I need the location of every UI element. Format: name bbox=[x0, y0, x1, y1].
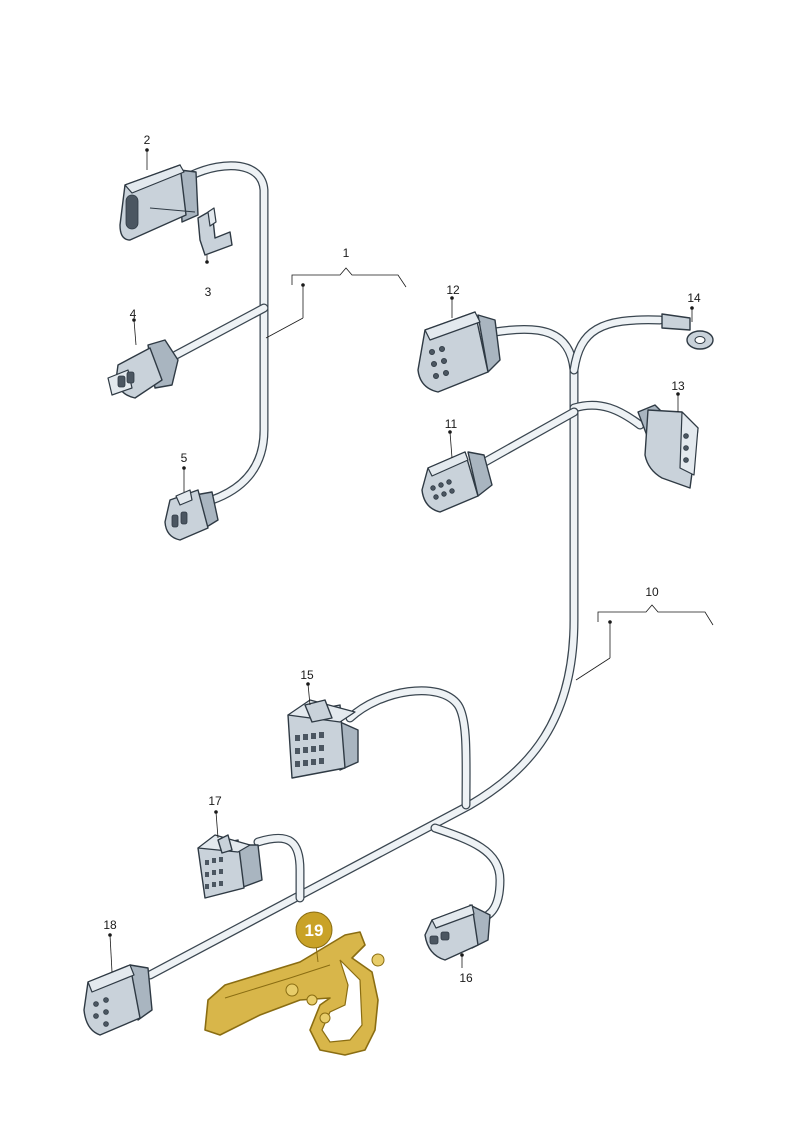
screw-icons bbox=[285, 953, 385, 1024]
connector-11 bbox=[421, 451, 493, 513]
callout-labels: 1 2 3 4 5 10 11 12 13 14 15 16 17 18 19 bbox=[103, 133, 701, 985]
callout-10: 10 bbox=[645, 585, 659, 599]
connector-13 bbox=[637, 404, 699, 489]
connector-18 bbox=[83, 964, 153, 1036]
connector-16 bbox=[424, 904, 491, 968]
callout-badge-19 bbox=[295, 911, 333, 949]
connector-17 bbox=[197, 834, 263, 899]
connector-15 bbox=[287, 699, 359, 779]
callout-17: 17 bbox=[208, 794, 222, 808]
connector-12 bbox=[417, 311, 501, 393]
callout-1: 1 bbox=[343, 246, 350, 260]
callout-11: 11 bbox=[445, 417, 458, 431]
callout-leaders bbox=[108, 148, 694, 973]
callout-2: 2 bbox=[144, 133, 151, 147]
clip-3 bbox=[197, 207, 233, 262]
callout-18: 18 bbox=[103, 918, 117, 932]
callout-16: 16 bbox=[459, 971, 473, 985]
bracket-19-highlighted bbox=[204, 911, 385, 1056]
ring-terminal-14 bbox=[661, 308, 714, 350]
connector-4 bbox=[107, 339, 179, 399]
bracket-1 bbox=[265, 267, 407, 339]
connector-5 bbox=[164, 489, 219, 541]
callout-4: 4 bbox=[130, 307, 137, 321]
callout-3: 3 bbox=[205, 285, 212, 299]
callout-13: 13 bbox=[671, 379, 685, 393]
bracket-10 bbox=[575, 604, 714, 681]
callout-15: 15 bbox=[300, 668, 314, 682]
harness-10 bbox=[145, 315, 665, 980]
callout-14: 14 bbox=[687, 291, 701, 305]
callout-12: 12 bbox=[446, 283, 460, 297]
connector-2 bbox=[119, 164, 199, 241]
callout-5: 5 bbox=[181, 451, 188, 465]
callout-19: 19 bbox=[305, 921, 324, 940]
harness-1 bbox=[171, 161, 269, 505]
